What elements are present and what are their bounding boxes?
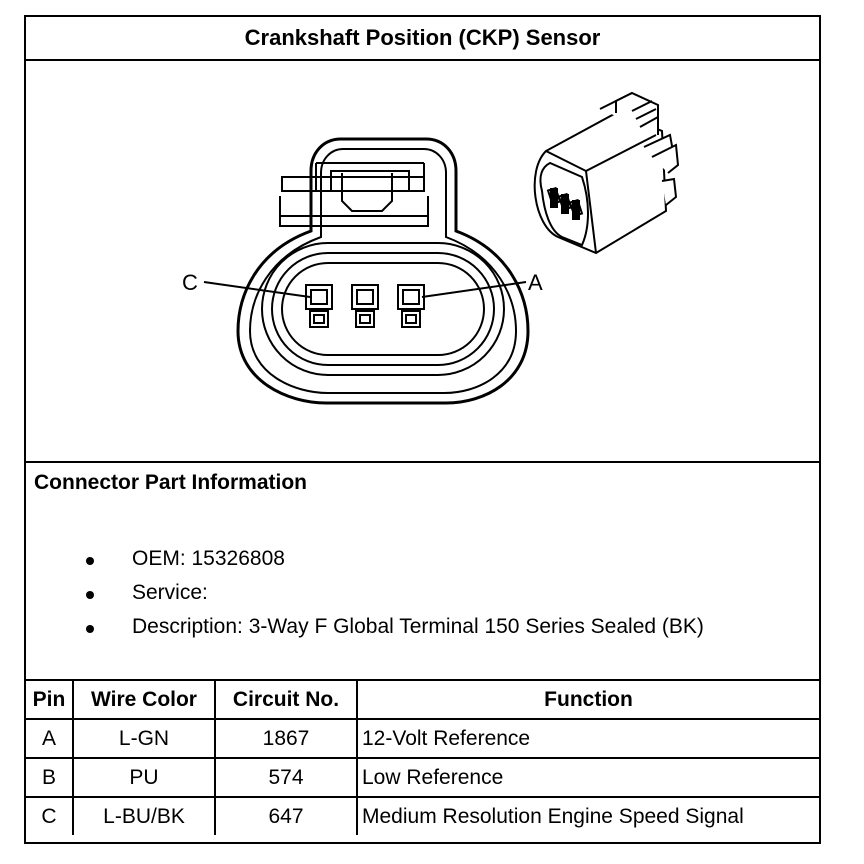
terminal-c [305, 284, 333, 328]
document-frame: Crankshaft Position (CKP) Sensor [24, 15, 821, 844]
bullet-icon [86, 557, 94, 565]
section-divider [26, 461, 819, 463]
list-item: Description: 3-Way F Global Terminal 150… [26, 610, 819, 644]
pin-cell: C [26, 796, 74, 835]
col-header-pin: Pin [26, 681, 74, 720]
connector-info-heading: Connector Part Information [34, 471, 308, 494]
function-cell: 12-Volt Reference [356, 718, 819, 759]
col-header-wire-color: Wire Color [72, 681, 216, 720]
connector-diagram: C A [182, 91, 680, 405]
leader-line-c [203, 281, 311, 298]
table-row: A L-GN 1867 12-Volt Reference [26, 718, 819, 759]
pin-cell: B [26, 757, 74, 798]
connector-face [236, 137, 530, 405]
wire-color-cell: L-BU/BK [72, 796, 216, 835]
document-title: Crankshaft Position (CKP) Sensor [26, 17, 819, 61]
leader-line-a [421, 281, 527, 298]
table-header-row: Pin Wire Color Circuit No. Function [26, 681, 819, 720]
col-header-function: Function [356, 681, 819, 720]
list-item: Service: [26, 576, 819, 610]
connector-3d-view [533, 91, 680, 255]
table-row: B PU 574 Low Reference [26, 757, 819, 798]
connector-info-list: OEM: 15326808 Service: Description: 3-Wa… [26, 542, 819, 644]
pin-label-c: C [182, 270, 198, 295]
terminal-b [351, 284, 379, 328]
circuit-cell: 574 [214, 757, 358, 798]
wire-color-cell: L-GN [72, 718, 216, 759]
col-header-circuit: Circuit No. [214, 681, 358, 720]
function-cell: Medium Resolution Engine Speed Signal [356, 796, 819, 835]
wire-color-cell: PU [72, 757, 216, 798]
function-cell: Low Reference [356, 757, 819, 798]
bullet-icon [86, 625, 94, 633]
circuit-cell: 647 [214, 796, 358, 835]
bullet-icon [86, 591, 94, 599]
terminal-a [397, 284, 425, 328]
table-row: C L-BU/BK 647 Medium Resolution Engine S… [26, 796, 819, 835]
pin-table: Pin Wire Color Circuit No. Function A L-… [26, 681, 819, 835]
table-divider [26, 679, 819, 681]
circuit-cell: 1867 [214, 718, 358, 759]
terminal-cavities [305, 284, 425, 328]
pin-label-a: A [528, 270, 543, 295]
list-item: OEM: 15326808 [26, 542, 819, 576]
pin-cell: A [26, 718, 74, 759]
